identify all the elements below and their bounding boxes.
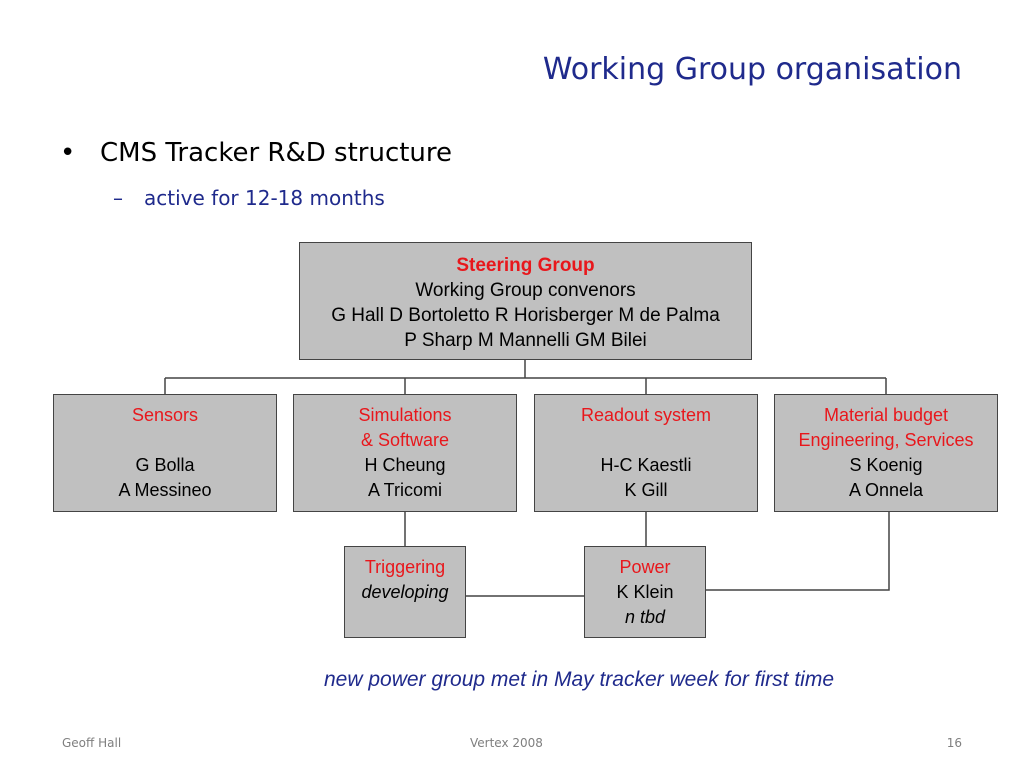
steering-line-2: G Hall D Bortoletto R Horisberger M de P…	[331, 305, 720, 326]
footer-page-number: 16	[946, 736, 962, 750]
material-label-1: Material budget	[823, 405, 949, 425]
footer-author: Geoff Hall	[62, 736, 122, 750]
power-box: Power K Klein n tbd	[584, 546, 706, 638]
steering-group-label: Steering Group	[456, 255, 595, 276]
power-person-1: K Klein	[616, 582, 674, 602]
power-status: n tbd	[624, 607, 666, 627]
readout-person-1: H-C Kaestli	[600, 455, 692, 475]
sub-bullet-text: active for 12-18 months	[144, 186, 385, 210]
sub-bullet-item: –active for 12-18 months	[113, 186, 385, 210]
triggering-box: Triggering developing	[344, 546, 466, 638]
sensors-person-2: A Messineo	[118, 480, 212, 500]
simulations-label-2: & Software	[360, 430, 450, 450]
simulations-box: Simulations & Software H Cheung A Tricom…	[293, 394, 517, 512]
bullet-text: CMS Tracker R&D structure	[100, 138, 453, 168]
sub-bullet-dash: –	[113, 186, 123, 210]
readout-box: Readout system H-C Kaestli K Gill	[534, 394, 758, 512]
steering-group-box: Steering Group Working Group convenors G…	[299, 242, 752, 360]
sensors-spacer	[54, 428, 276, 453]
material-box: Material budget Engineering, Services S …	[774, 394, 998, 512]
steering-line-1: Working Group convenors	[415, 280, 636, 301]
readout-label: Readout system	[580, 405, 712, 425]
triggering-status: developing	[361, 582, 449, 602]
sensors-box: Sensors G Bolla A Messineo	[53, 394, 277, 512]
power-label: Power	[619, 557, 671, 577]
simulations-person-2: A Tricomi	[367, 480, 442, 500]
footer-event: Vertex 2008	[470, 736, 543, 750]
readout-spacer	[535, 428, 757, 453]
material-person-2: A Onnela	[848, 480, 924, 500]
sensors-person-1: G Bolla	[135, 455, 195, 475]
simulations-person-1: H Cheung	[364, 455, 446, 475]
readout-person-2: K Gill	[624, 480, 668, 500]
connector-material-power	[706, 512, 890, 591]
slide-note: new power group met in May tracker week …	[324, 668, 835, 691]
sensors-label: Sensors	[131, 405, 199, 425]
material-label-2: Engineering, Services	[798, 430, 974, 450]
bullet-dot: •	[60, 138, 76, 168]
triggering-label: Triggering	[364, 557, 446, 577]
steering-line-3: P Sharp M Mannelli GM Bilei	[404, 330, 647, 351]
simulations-label-1: Simulations	[358, 405, 452, 425]
bullet-item: • CMS Tracker R&D structure	[60, 138, 452, 168]
slide-title: Working Group organisation	[542, 52, 962, 87]
material-person-1: S Koenig	[849, 455, 923, 475]
